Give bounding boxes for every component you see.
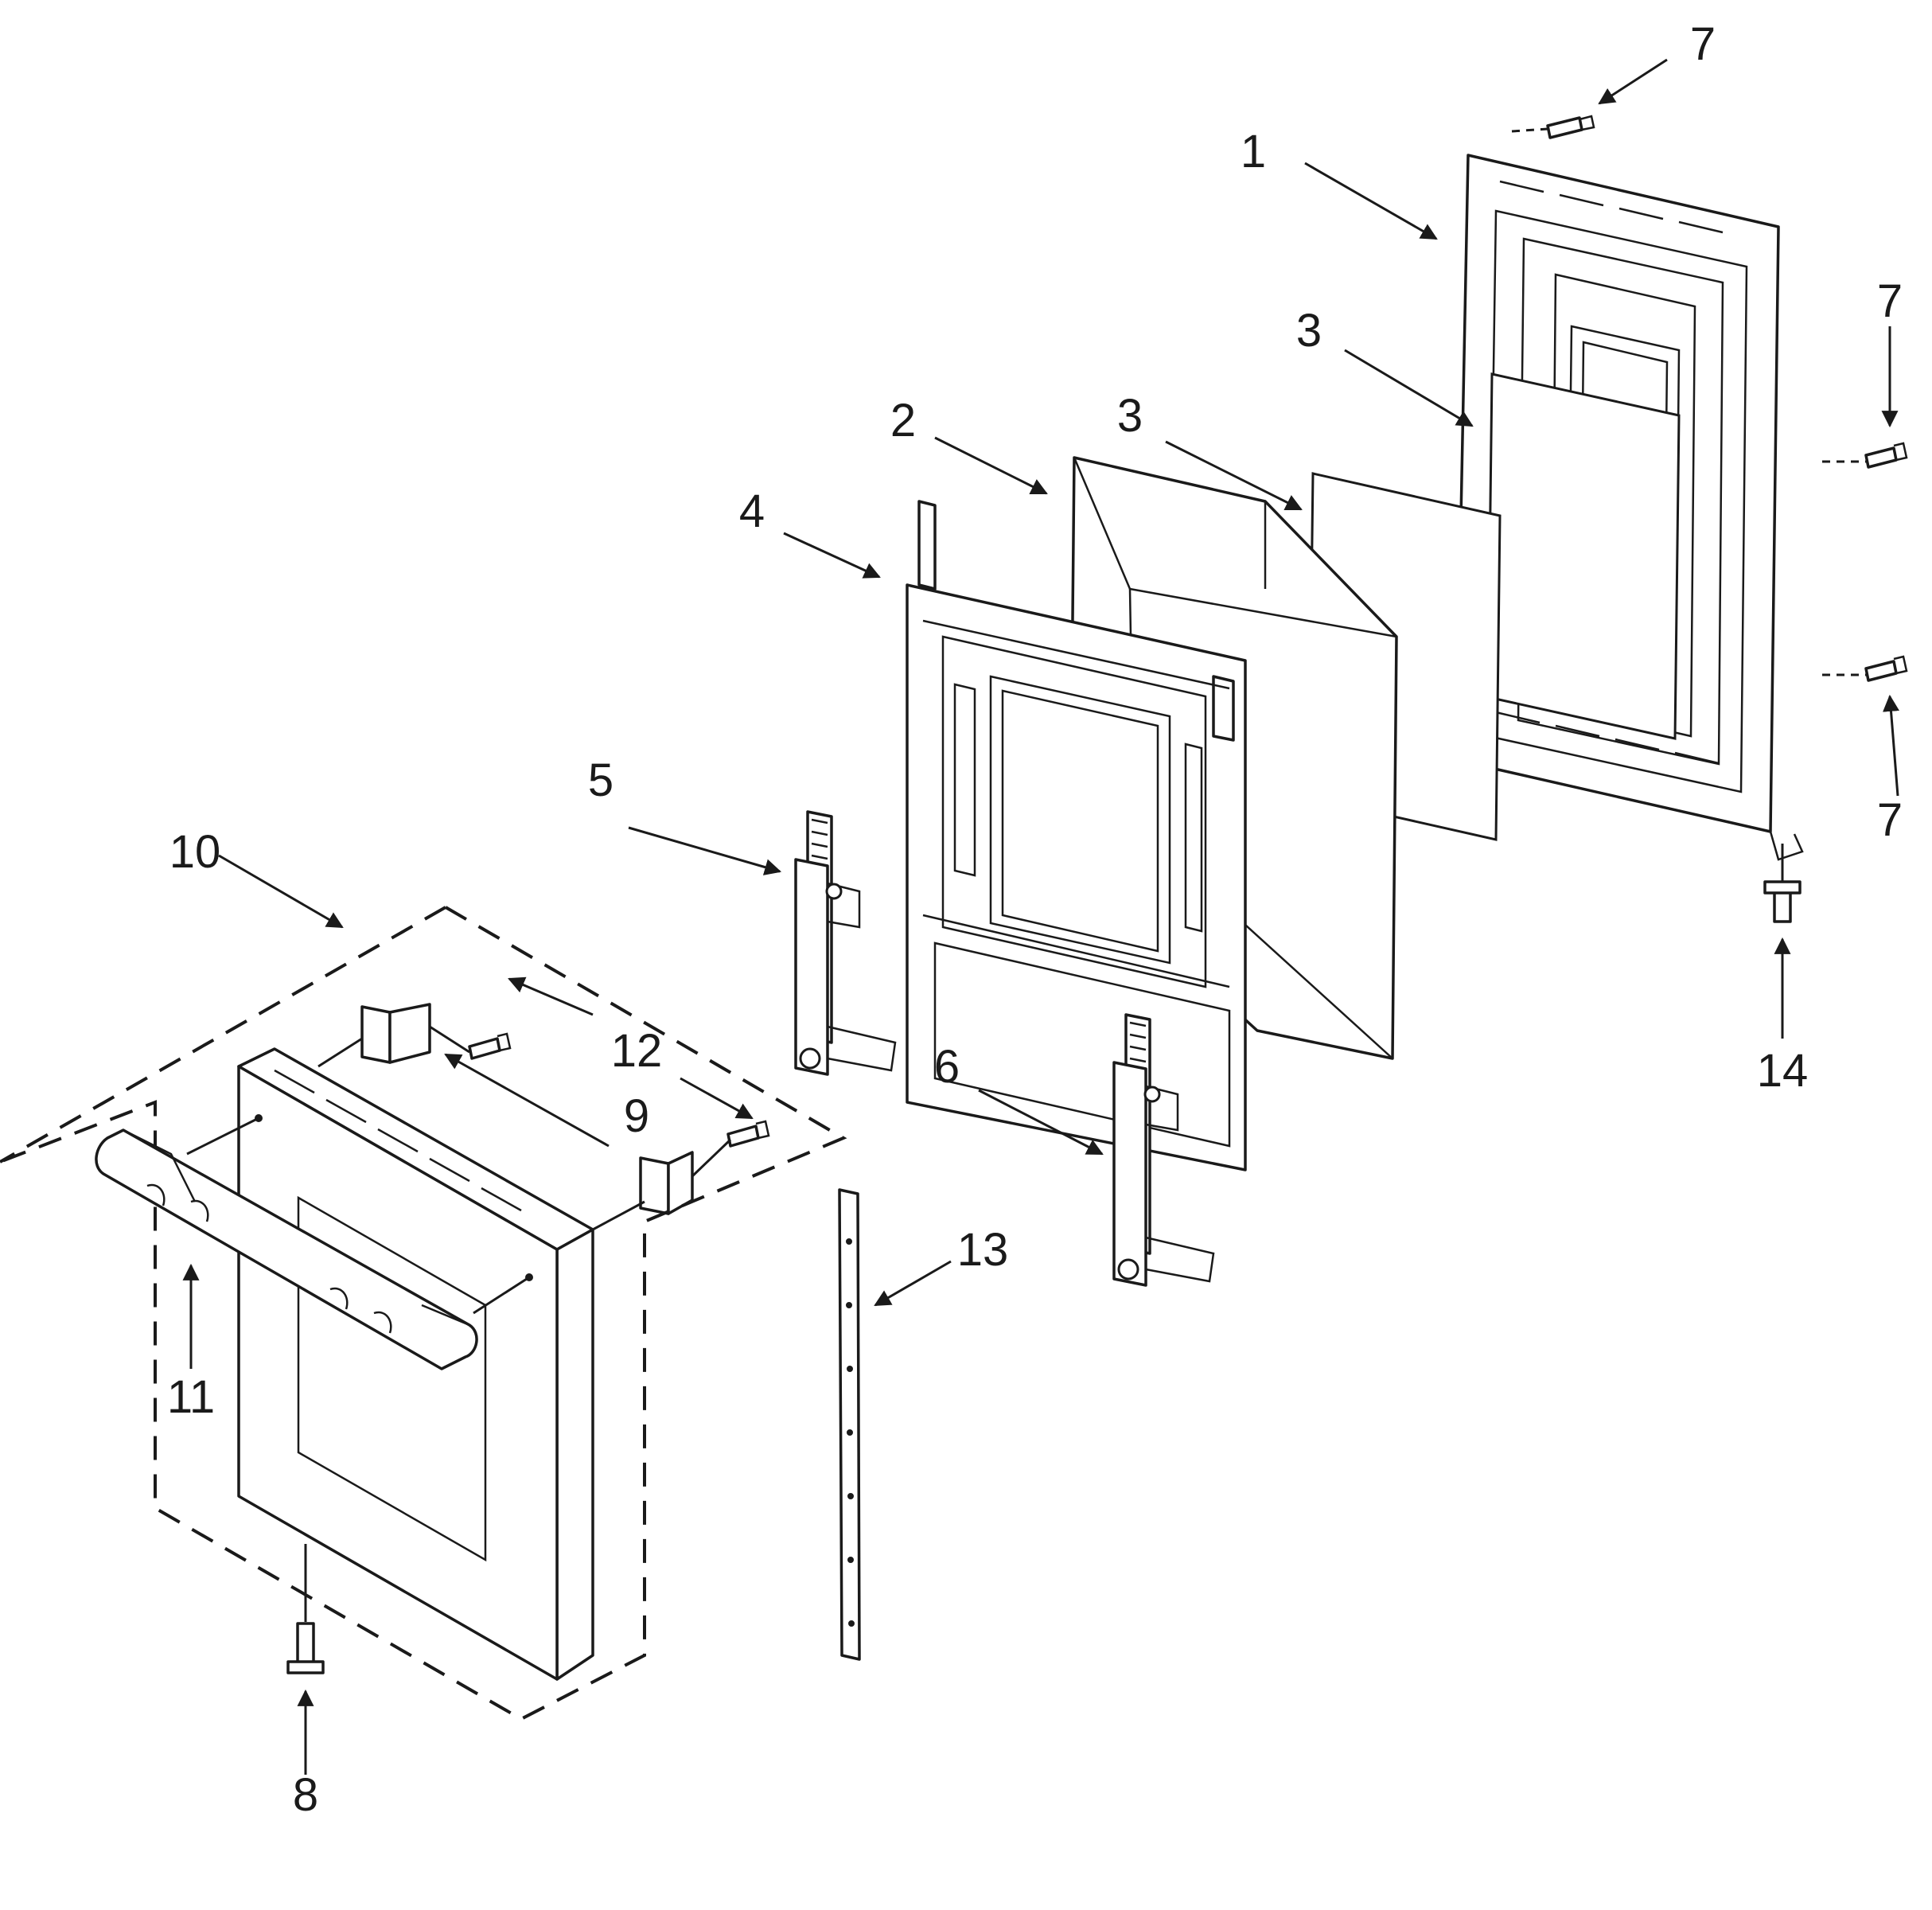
- callout-12: 12: [611, 1025, 663, 1077]
- door-hinge-right: [1112, 1013, 1215, 1287]
- callout-leaders: [182, 58, 1899, 1775]
- liner-bottom-vents: [1495, 711, 1720, 765]
- callout-3b: 3: [1117, 390, 1143, 442]
- callout-14: 14: [1757, 1045, 1809, 1097]
- callout-9: 9: [624, 1090, 649, 1142]
- callout-3a: 3: [1296, 305, 1322, 357]
- callout-8: 8: [293, 1769, 318, 1821]
- callout-2: 2: [890, 395, 916, 446]
- callout-labels: 1 2 3 3 4 5 6 7 7 7 8 9 10 11 12 13 14: [167, 18, 1903, 1821]
- handle-bracket-upper: [360, 1003, 431, 1064]
- assembly-connector-lines: [186, 127, 1866, 1622]
- screw-7-right-lower: [1864, 655, 1908, 682]
- liner-top-vents: [1499, 180, 1724, 234]
- handle-bracket-lower: [639, 1151, 694, 1215]
- callout-10: 10: [169, 826, 221, 878]
- inner-glass-panel-rear: [1486, 372, 1681, 740]
- door-handle: [95, 1128, 478, 1370]
- door-frame: [906, 500, 1247, 1171]
- callout-4: 4: [739, 485, 765, 537]
- screw-7-top: [1546, 115, 1595, 139]
- door-top-vents: [274, 1069, 522, 1212]
- screw-14: [1763, 880, 1802, 923]
- screw-7-right-upper: [1864, 442, 1908, 469]
- callout-13: 13: [957, 1224, 1009, 1276]
- outer-door-panel: [237, 1047, 594, 1681]
- callout-1: 1: [1241, 126, 1266, 177]
- callout-7c: 7: [1877, 794, 1903, 846]
- callout-5: 5: [588, 754, 613, 806]
- screw-8: [286, 1622, 325, 1674]
- door-hinge-left: [794, 810, 897, 1076]
- screw-12-lower: [726, 1120, 770, 1148]
- callout-6: 6: [934, 1041, 960, 1093]
- screw-12-upper: [468, 1032, 512, 1060]
- door-trim-strip: [838, 1188, 861, 1661]
- callout-11: 11: [167, 1371, 215, 1423]
- callout-7b: 7: [1877, 275, 1903, 327]
- callout-7a: 7: [1690, 18, 1716, 70]
